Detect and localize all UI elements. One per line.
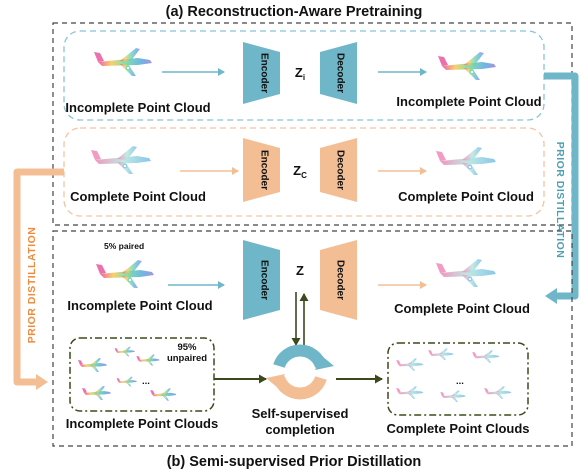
unpaired-ellipsis: ... (142, 376, 150, 387)
completed-box (387, 342, 529, 416)
completed-cloud-thumbnails (395, 348, 512, 403)
complete-output-icon (435, 146, 497, 176)
incomplete-output-icon (437, 51, 497, 81)
prior-left-arrowhead (36, 374, 48, 390)
cycle-label-1: Self-supervised (252, 406, 349, 421)
unpaired-box (69, 337, 215, 412)
unpaired-tag-1: 95% (177, 342, 197, 353)
stage-b-box (52, 230, 573, 447)
completed-ellipsis: ... (456, 376, 464, 387)
row2-output-label: Complete Point Cloud (398, 189, 534, 204)
completed-label: Complete Point Clouds (387, 421, 530, 436)
encoder-block-a2 (243, 138, 280, 202)
encoder-label-a1: Encoder (258, 53, 269, 93)
complete-point-cloud-icon (90, 145, 152, 175)
encoder-label-a2: Encoder (258, 150, 269, 190)
cycle-label-2: completion (265, 422, 334, 437)
prior-distillation-left-arrow (13, 168, 64, 386)
decoder-block-b (320, 240, 357, 320)
title-b: (b) Semi-supervised Prior Distillation (167, 454, 422, 470)
latent-zi: Zi (295, 65, 305, 82)
b-input-label: Incomplete Point Cloud (67, 298, 212, 313)
decoder-label-a1: Decoder (334, 53, 345, 93)
prior-left-label: PRIOR DISTILLATION (26, 227, 38, 344)
prior-distillation-right-arrow (544, 72, 579, 300)
paired-incomplete-icon (95, 259, 155, 289)
row1-input-label: Incomplete Point Cloud (65, 100, 210, 115)
stage-a-box (52, 22, 573, 226)
title-a: (a) Reconstruction-Aware Pretraining (166, 4, 423, 20)
row2-input-label: Complete Point Cloud (70, 189, 206, 204)
encoder-label-b: Encoder (258, 260, 269, 300)
paired-tag: 5% paired (104, 241, 144, 251)
self-supervised-cycle-icon (266, 344, 334, 400)
unpaired-tag-2: unpaired (167, 353, 207, 364)
b-output-label: Complete Point Cloud (394, 301, 530, 316)
decoder-label-b: Decoder (334, 260, 345, 300)
encoder-block-b (243, 240, 280, 320)
incomplete-point-cloud-icon (93, 47, 153, 77)
prior-right-arrowhead (545, 288, 557, 304)
latent-z: Z (296, 263, 304, 278)
b-complete-output-icon (435, 258, 497, 288)
latent-zc: ZC (293, 163, 307, 180)
decoder-block-a1 (320, 42, 357, 104)
decoder-block-a2 (320, 138, 357, 202)
unpaired-cloud-thumbnails (77, 346, 177, 402)
unpaired-label: Incomplete Point Clouds (66, 416, 218, 431)
row1-output-label: Incomplete Point Cloud (396, 94, 541, 109)
prior-right-label: PRIOR DISTILLATION (554, 142, 566, 259)
decoder-label-a2: Decoder (334, 150, 345, 190)
encoder-block-a1 (243, 42, 280, 104)
